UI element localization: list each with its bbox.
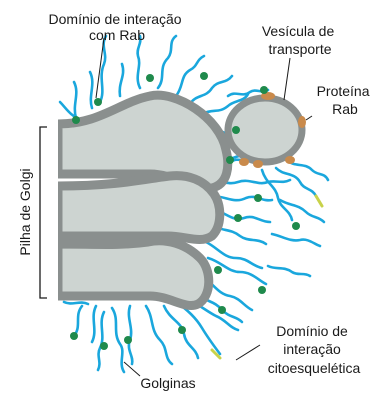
rab-protein-mark (298, 116, 306, 128)
rab-binding-dot (124, 336, 132, 344)
rab-protein-mark (239, 158, 249, 166)
label-cytoskeletal-domain: Domínio de interação citoesquelética (268, 323, 361, 376)
rab-binding-dot (232, 126, 240, 134)
golgin-fiber (74, 82, 76, 118)
golgin-fiber (272, 234, 320, 246)
golgin-fiber (262, 170, 292, 220)
rab-binding-dot (226, 156, 234, 164)
rab-binding-dot (234, 214, 242, 222)
rab-binding-dot (70, 332, 78, 340)
label-rab-domain: Domínio de interação com Rab (49, 11, 186, 43)
rab-binding-dot (100, 342, 108, 350)
golgin-fiber (138, 36, 141, 88)
rab-protein-mark (253, 160, 263, 168)
golgi-cisterna-top (58, 95, 228, 188)
golgin-fiber (112, 308, 124, 372)
rab-binding-dot (218, 306, 226, 314)
golgin-fiber (268, 266, 310, 276)
rab-binding-dot (72, 116, 80, 124)
rab-binding-dot (178, 326, 186, 334)
golgin-fiber (129, 306, 132, 364)
label-golgins: Golginas (140, 375, 195, 391)
rab-binding-dot (200, 72, 208, 80)
golgin-fiber (90, 72, 92, 108)
golgin-fiber (120, 64, 123, 96)
golgin-fiber (92, 306, 96, 342)
leader-rab-protein (306, 116, 312, 120)
golgi-cisterna-bottom (58, 241, 209, 306)
label-golgi-stack: Pilha de Golgi (17, 168, 33, 255)
label-transport-vesicle: Vesícula de transporte (262, 23, 338, 57)
rab-protein-mark (285, 156, 295, 164)
rab-binding-dot (260, 86, 268, 94)
cytoskeletal-tip (316, 196, 322, 206)
leader-cytoskeletal (236, 345, 260, 360)
golgin-fiber (74, 306, 82, 336)
rab-binding-dot (94, 98, 102, 106)
rab-binding-dot (146, 74, 154, 82)
label-rab-protein: Proteína Rab (317, 83, 374, 117)
golgin-fiber (206, 242, 262, 268)
golgin-fiber (176, 56, 204, 96)
golgi-stack (40, 95, 228, 305)
rab-binding-dot (214, 266, 222, 274)
golgi-cisterna-middle (58, 176, 220, 240)
golgin-fiber (98, 312, 104, 370)
golgin-fiber (64, 302, 88, 304)
leader-vesicle (284, 58, 290, 100)
rab-binding-dot (254, 194, 262, 202)
golgin-fiber (158, 36, 176, 88)
golgin-fiber (190, 76, 232, 104)
rab-binding-dot (292, 222, 300, 230)
rab-binding-dot (258, 286, 266, 294)
